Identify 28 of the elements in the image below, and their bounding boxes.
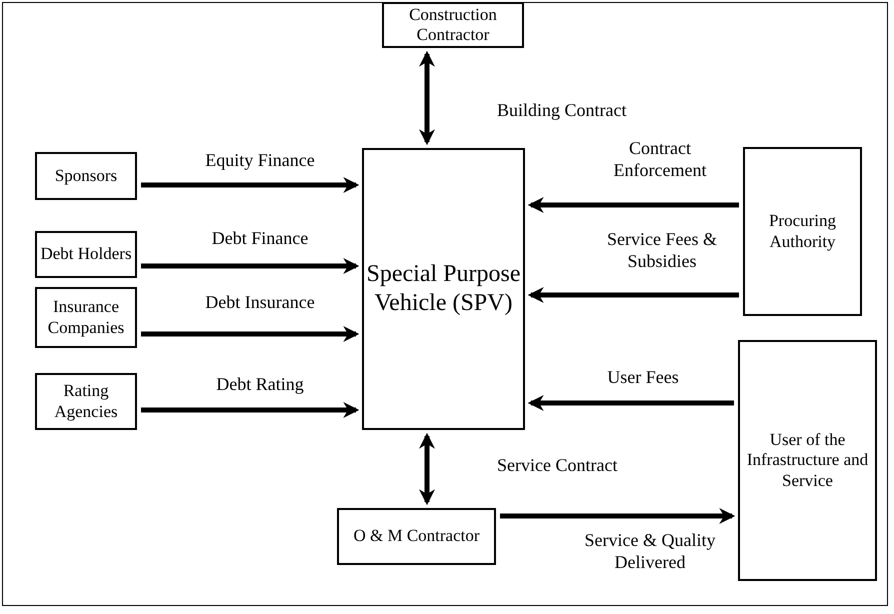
node-label: Insurance Companies: [46, 297, 126, 338]
entity-box: [35, 152, 137, 200]
arrow: [528, 197, 739, 213]
arrow: [528, 287, 739, 303]
node-label: User of the Infrastructure and Service: [746, 430, 870, 492]
arrow: [419, 50, 435, 146]
node-label: Rating Agencies: [53, 381, 119, 422]
arrow: [141, 402, 360, 418]
entity-box: [738, 340, 877, 581]
entity-box: [35, 287, 137, 348]
node-label: Procuring Authority: [768, 211, 838, 252]
arrow: [500, 508, 736, 524]
entity-box: [35, 373, 137, 430]
arrow: [141, 258, 360, 274]
node-label: Sponsors: [54, 166, 118, 186]
arrow: [141, 177, 360, 193]
entity-box: [382, 2, 524, 48]
entity-box: [337, 508, 496, 565]
node-label: Construction Contractor: [408, 4, 498, 46]
node-label: Special Purpose Vehicle (SPV): [366, 260, 522, 318]
node-label: Debt Holders: [40, 244, 132, 265]
arrow: [528, 395, 734, 411]
node-label: O & M Contractor: [353, 526, 480, 547]
arrow: [141, 326, 360, 342]
entity-box: [35, 231, 137, 278]
arrow: [419, 432, 435, 506]
entity-box: [362, 148, 525, 430]
entity-box: [743, 147, 862, 316]
